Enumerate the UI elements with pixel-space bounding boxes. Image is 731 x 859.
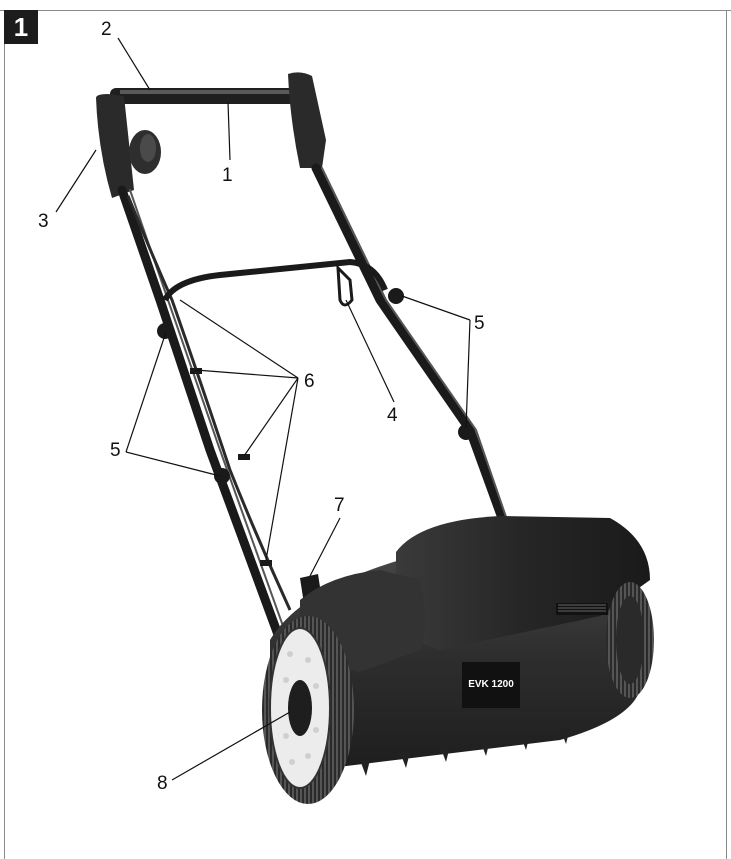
callout-7: 7 xyxy=(334,495,345,516)
right-handle-tube xyxy=(311,163,515,545)
callout-1: 1 xyxy=(222,165,233,186)
frame-right-border xyxy=(726,10,727,859)
scarifier-housing xyxy=(270,516,650,776)
knob-upper-right xyxy=(388,288,404,304)
model-plate-bg xyxy=(462,662,520,708)
tines xyxy=(360,728,570,776)
frame-left-border xyxy=(4,10,5,859)
callout-5-right: 5 xyxy=(474,313,485,334)
cable-hook xyxy=(336,264,354,307)
wheel-front-left xyxy=(262,616,354,804)
callout-4: 4 xyxy=(387,405,398,426)
callout-8: 8 xyxy=(157,773,168,794)
callout-2: 2 xyxy=(101,19,112,40)
handle-right-cap xyxy=(288,72,326,168)
callout-6: 6 xyxy=(304,371,315,392)
handle-left-cap xyxy=(96,94,134,198)
frame-top-border xyxy=(0,10,731,11)
crossbar xyxy=(162,258,388,302)
vent-grille xyxy=(556,603,608,615)
cable-clip-2 xyxy=(238,454,250,460)
cable-clip-1 xyxy=(190,368,202,374)
knob-lower-left xyxy=(214,468,230,484)
figure-number-badge: 1 xyxy=(4,10,38,44)
callout-5-left: 5 xyxy=(110,440,121,461)
callout-3: 3 xyxy=(38,211,49,232)
cable-clip-3 xyxy=(260,560,272,566)
left-handle-tube xyxy=(117,185,289,645)
model-plate-label: EVK 1200 xyxy=(468,679,514,690)
knob-upper-left xyxy=(157,323,173,339)
knob-lower-right xyxy=(458,424,474,440)
power-cable xyxy=(126,195,292,611)
handle-bar xyxy=(110,88,310,104)
wheel-rear-right xyxy=(606,582,654,698)
leader-lines xyxy=(55,37,471,781)
